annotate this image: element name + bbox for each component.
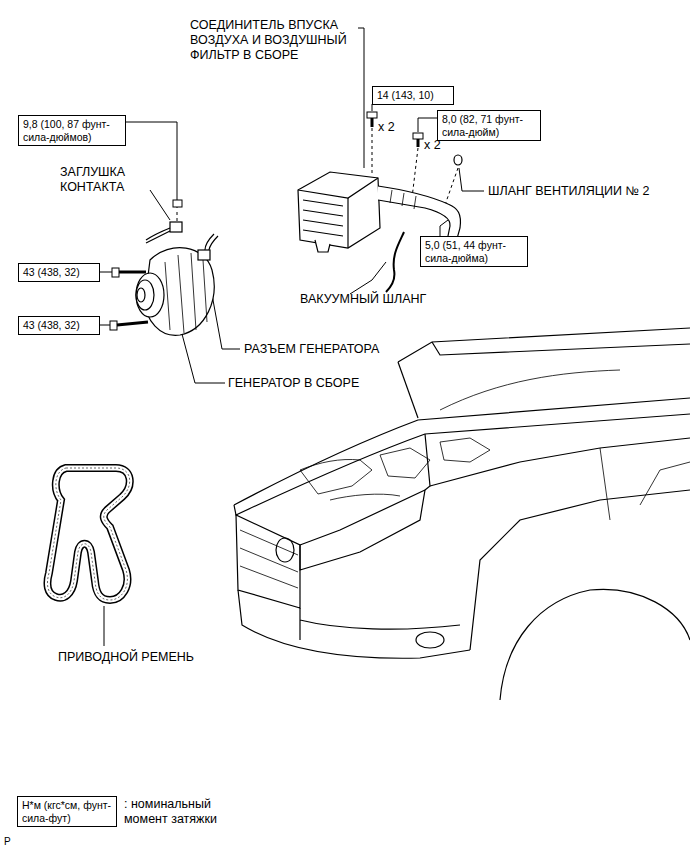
legend-note: : номинальный момент затяжки xyxy=(124,797,254,827)
vehicle xyxy=(300,459,372,494)
leader-line xyxy=(372,104,373,111)
leader-line xyxy=(100,325,110,326)
quantity-label: x 2 xyxy=(378,120,395,135)
bolt xyxy=(117,322,148,325)
vehicle xyxy=(432,342,690,355)
part-label: РАЗЪЕМ ГЕНЕРАТОРА xyxy=(244,342,379,357)
air-filter xyxy=(303,200,343,236)
leader-line xyxy=(104,606,105,646)
drive-belt xyxy=(47,468,129,600)
bolt xyxy=(112,268,119,277)
leader-line xyxy=(459,168,484,191)
vehicle xyxy=(330,494,400,500)
dashed-guide xyxy=(445,168,458,205)
bolt xyxy=(413,133,423,139)
drive-belt xyxy=(47,468,129,600)
bolt xyxy=(367,112,377,118)
legend-box: Н*м (кгс*см, фунт-сила-фут) xyxy=(17,796,117,827)
part-label: СОЕДИНИТЕЛЬ ВПУСКА ВОЗДУХА И ВОЗДУШНЫЙ Ф… xyxy=(190,18,358,63)
torque-value: 8,0 (82, 71 фунт-сила-дюйм) xyxy=(442,113,536,138)
vehicle xyxy=(425,434,430,490)
part-label: ШЛАНГ ВЕНТИЛЯЦИИ № 2 xyxy=(488,184,649,199)
air-filter xyxy=(298,178,378,198)
leader-line xyxy=(150,190,170,220)
drive-belt xyxy=(47,468,129,600)
bolt xyxy=(417,139,420,147)
vehicle xyxy=(416,632,444,648)
torque-value: 43 (438, 32) xyxy=(23,319,95,332)
vehicle xyxy=(234,414,690,515)
torque-spec-box: 8,0 (82, 71 фунт-сила-дюйм) xyxy=(437,110,541,141)
leader-line xyxy=(100,272,112,273)
vehicle xyxy=(236,515,300,608)
torque-value: Н*м (кгс*см, фунт-сила-фут) xyxy=(22,799,112,824)
part-label: ВАКУУМНЫЙ ШЛАНГ xyxy=(300,292,426,307)
vehicle xyxy=(238,590,470,658)
vehicle xyxy=(440,438,490,462)
bolt xyxy=(110,321,117,330)
vehicle xyxy=(300,608,460,640)
part-label: ПРИВОДНОЙ РЕМЕНЬ xyxy=(58,650,194,665)
vehicle xyxy=(234,398,690,505)
air-filter xyxy=(454,155,462,165)
leader-line xyxy=(100,28,484,646)
vehicle xyxy=(440,370,620,410)
leader-line xyxy=(126,122,177,208)
vehicle xyxy=(430,438,690,486)
bolt xyxy=(371,118,374,127)
torque-value: 9,8 (100, 87 фунт-сила-дюймов) xyxy=(23,118,121,143)
bolt xyxy=(119,271,146,274)
drive-belt xyxy=(47,468,129,600)
leader-line xyxy=(182,334,225,383)
alternator xyxy=(198,250,210,260)
vehicle xyxy=(240,530,298,588)
vacuum-hose xyxy=(386,232,404,292)
torque-value: 43 (438, 32) xyxy=(23,266,95,279)
torque-spec-box: 5,0 (51, 44 фунт-сила-дюйма) xyxy=(420,236,528,267)
dashed-guide xyxy=(177,212,178,222)
vehicle xyxy=(380,448,430,478)
part-label: ЗАГЛУШКА КОНТАКТА xyxy=(60,165,152,195)
vehicle xyxy=(300,490,425,570)
torque-spec-box: 14 (143, 10) xyxy=(372,86,454,105)
alternator xyxy=(146,228,170,243)
vehicle xyxy=(500,589,690,700)
alternator xyxy=(136,273,164,317)
bolt xyxy=(173,200,182,207)
alternator xyxy=(136,222,218,335)
torque-spec-box: 43 (438, 32) xyxy=(18,263,100,282)
torque-value: 5,0 (51, 44 фунт-сила-дюйма) xyxy=(425,239,523,264)
air-filter xyxy=(347,198,348,248)
quantity-label: x 2 xyxy=(424,138,441,153)
alternator xyxy=(170,222,182,232)
torque-spec-box: 43 (438, 32) xyxy=(18,316,100,335)
leader-line xyxy=(350,262,386,294)
part-label: ГЕНЕРАТОР В СБОРЕ xyxy=(228,376,359,391)
page-mark: P xyxy=(4,836,11,848)
alternator xyxy=(137,288,145,302)
air-filter xyxy=(298,172,380,248)
dashed-guide xyxy=(372,128,373,176)
alternator xyxy=(205,234,218,250)
dashed-guide xyxy=(412,148,418,198)
air-filter xyxy=(315,240,330,252)
vehicle xyxy=(470,490,690,650)
alternator xyxy=(165,253,207,333)
air-filter xyxy=(390,190,416,209)
vehicle xyxy=(398,328,690,362)
torque-spec-box: 9,8 (100, 87 фунт-сила-дюймов) xyxy=(18,115,126,146)
leader-line xyxy=(418,118,437,132)
vehicle xyxy=(600,448,690,520)
torque-value: 14 (143, 10) xyxy=(377,89,449,102)
leader-line xyxy=(358,28,364,168)
vehicle xyxy=(398,362,418,418)
vehicle xyxy=(276,538,294,562)
alternator xyxy=(136,280,154,310)
